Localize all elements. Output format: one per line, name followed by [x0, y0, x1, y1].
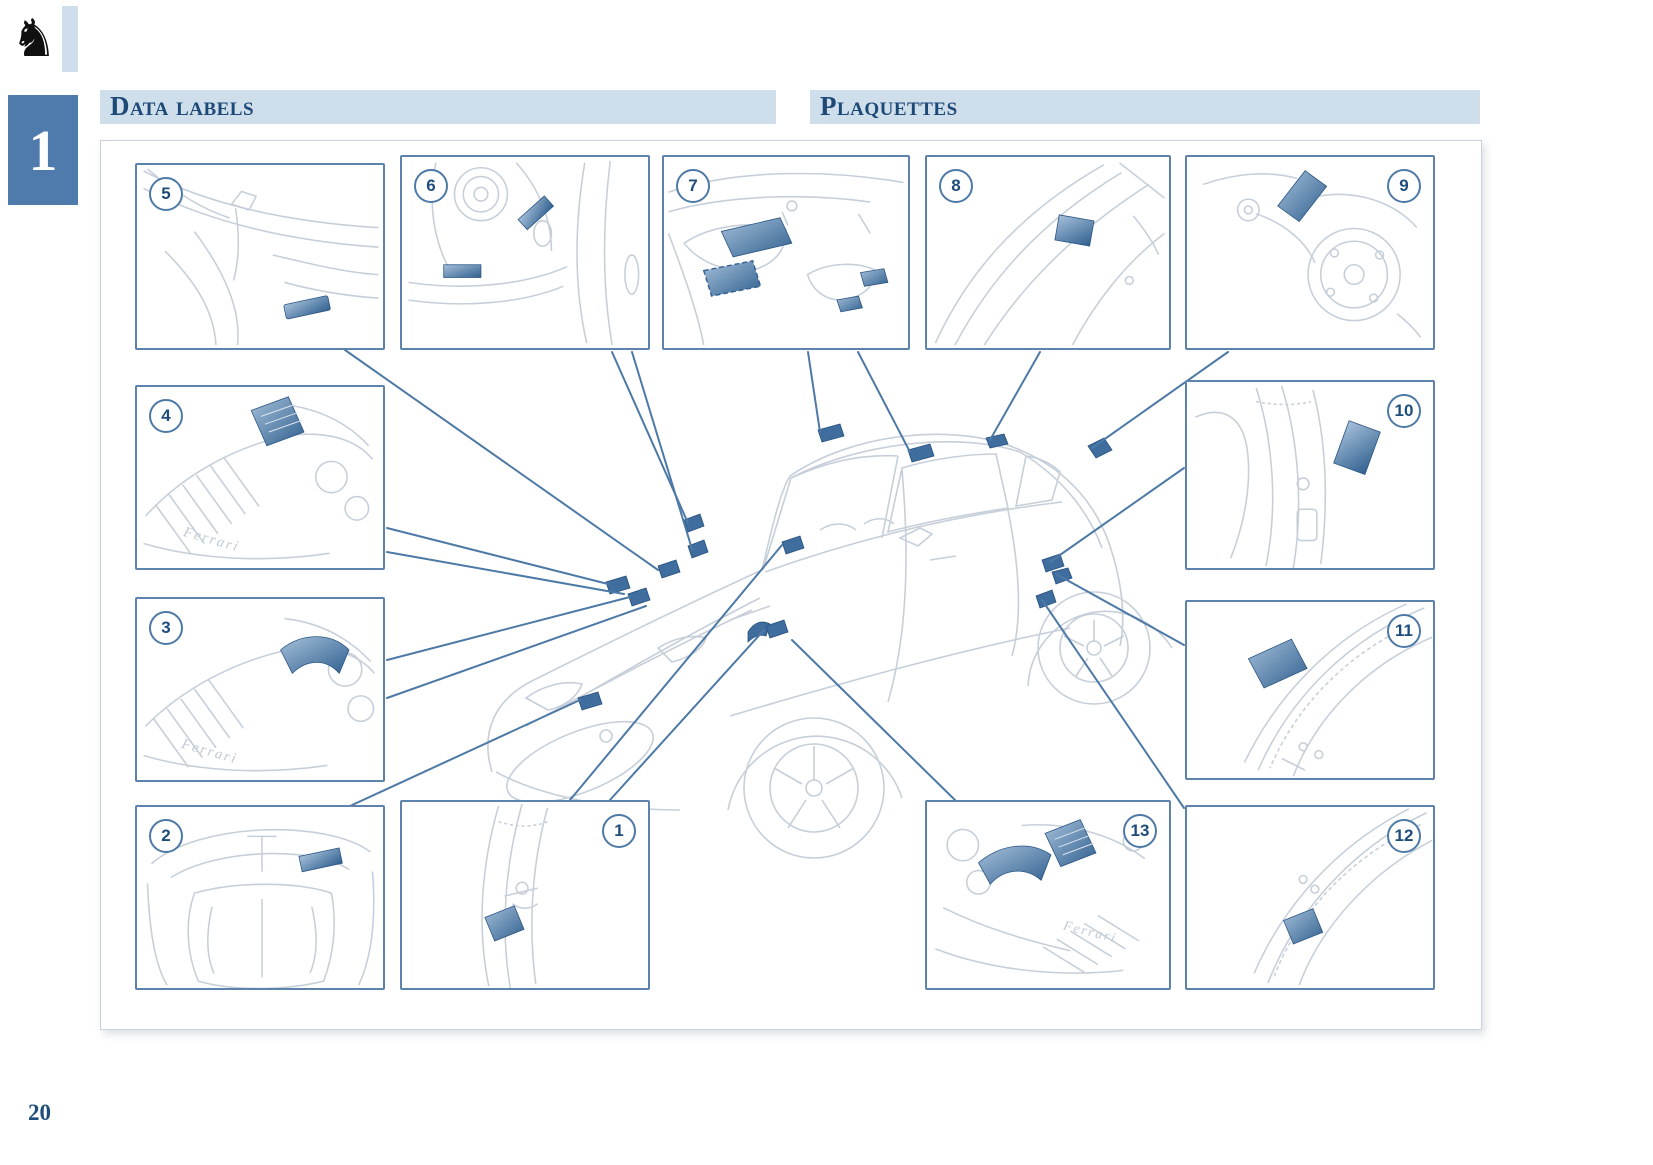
detail-art-door-jamb	[934, 162, 1166, 346]
svg-text:Ferrari: Ferrari	[179, 736, 240, 768]
callout-box-6: 6	[400, 155, 650, 350]
callout-number-7: 7	[676, 169, 710, 203]
callout-number-4: 4	[149, 399, 183, 433]
callout-box-4: 4 Ferrari	[135, 385, 385, 570]
callout-box-5: 5	[135, 163, 385, 350]
callout-number-5: 5	[149, 177, 183, 211]
callout-box-13: 13 Ferrari	[925, 800, 1171, 990]
prancing-horse-icon: ♞	[10, 9, 58, 69]
detail-art-hood-cowl	[143, 168, 379, 346]
svg-text:Ferrari: Ferrari	[1061, 917, 1119, 945]
callout-number-12: 12	[1387, 819, 1421, 853]
detail-art-engine-cover: Ferrari	[143, 617, 376, 772]
svg-text:Ferrari: Ferrari	[181, 524, 242, 556]
callout-number-1: 1	[602, 814, 636, 848]
callout-number-8: 8	[939, 169, 973, 203]
detail-art-engine-intake: Ferrari	[143, 396, 374, 560]
section-title-english: Data labels	[100, 90, 776, 124]
callout-box-7: 7	[662, 155, 910, 350]
section-title-french: Plaquettes	[810, 90, 1480, 124]
callout-number-13: 13	[1123, 814, 1157, 848]
page-number: 20	[28, 1100, 51, 1125]
callout-number-6: 6	[414, 169, 448, 203]
detail-art-hood-underside	[146, 828, 375, 988]
detail-art-sun-visors	[667, 172, 904, 346]
detail-art-engine-labels: Ferrari	[935, 819, 1146, 974]
callout-number-9: 9	[1387, 169, 1421, 203]
callout-number-3: 3	[149, 611, 183, 645]
detail-art-dashboard	[408, 160, 640, 346]
chapter-number-tab: 1	[8, 95, 78, 205]
callout-box-12: 12	[1185, 805, 1435, 990]
callout-number-10: 10	[1387, 394, 1421, 428]
callout-box-9: 9	[1185, 155, 1435, 350]
callout-box-3: 3 Ferrari	[135, 597, 385, 782]
callout-number-11: 11	[1387, 614, 1421, 648]
detail-art-door-sill	[481, 803, 549, 988]
callout-box-11: 11	[1185, 600, 1435, 780]
callout-number-2: 2	[149, 819, 183, 853]
callout-box-10: 10	[1185, 380, 1435, 570]
callout-box-1: 1	[400, 800, 650, 990]
detail-art-fuel-filler	[1202, 170, 1422, 338]
callout-box-2: 2	[135, 805, 385, 990]
logo-accent-strip	[62, 6, 78, 72]
callout-box-8: 8	[925, 155, 1171, 350]
brand-logo-box: ♞	[8, 6, 60, 72]
